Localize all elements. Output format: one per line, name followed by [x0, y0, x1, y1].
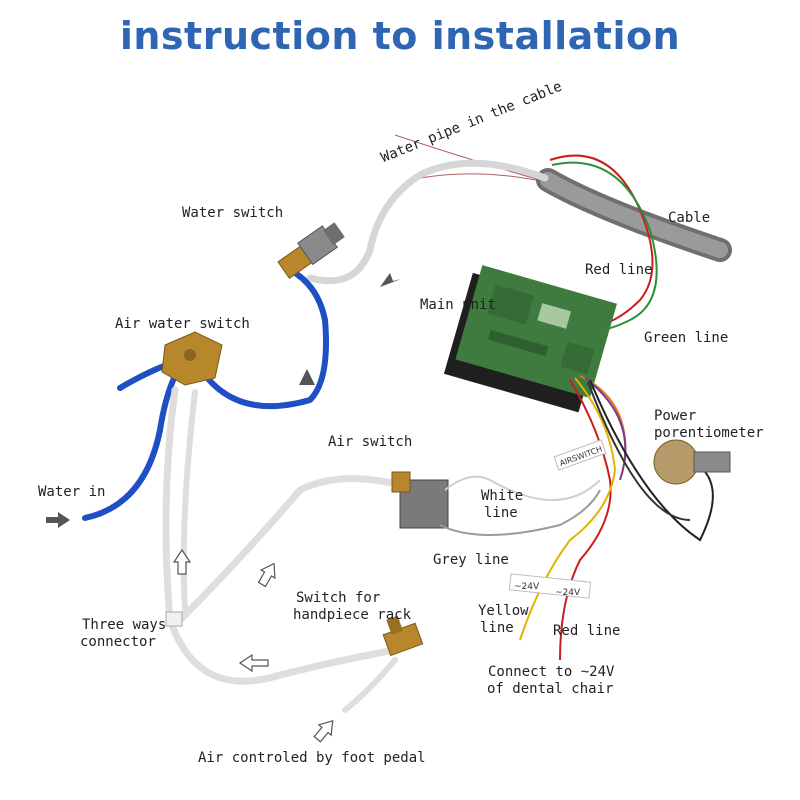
- handpiece-rack-switch: [382, 615, 424, 657]
- clear-tube-vertical-2: [180, 389, 198, 613]
- arrow-icon-outline: [313, 719, 334, 743]
- red-wire-top: [549, 154, 654, 326]
- handpiece-switch-label-1: Switch for: [296, 590, 381, 606]
- yellow-line-label-1: Yellow: [478, 603, 529, 619]
- green-wire-top: [551, 161, 658, 331]
- air-switch-body: [391, 471, 449, 529]
- air-water-switch-block: [161, 331, 223, 386]
- red-wire-harness: [559, 379, 612, 661]
- connect-24v-label-2: of dental chair: [487, 681, 614, 697]
- airswitch-tag: [553, 439, 607, 471]
- 24v-tag: [508, 573, 592, 599]
- handpiece-switch-label-2: handpiece rack: [293, 607, 412, 623]
- three-ways-connector: [165, 611, 183, 627]
- grey-wire: [439, 489, 601, 536]
- yellow-wire-harness: [519, 377, 617, 641]
- air-water-switch-label: Air water switch: [115, 316, 250, 332]
- water-switch-label: Water switch: [182, 205, 284, 221]
- clear-tube-to-air-switch: [176, 475, 404, 624]
- water-switch-valve: [277, 222, 345, 279]
- arrow-icon-filled: [299, 369, 315, 385]
- connect-24v-label-1: Connect to ~24V: [488, 664, 615, 680]
- clear-tube-vertical: [162, 386, 179, 624]
- arrow-icon-filled: [380, 273, 401, 287]
- air-switch-label: Air switch: [328, 434, 413, 450]
- grey-line-label: Grey line: [433, 552, 509, 568]
- power-pot-label-2: porentiometer: [654, 425, 764, 441]
- white-line-label-1: White: [481, 488, 524, 504]
- cable-highlight: [540, 172, 728, 258]
- red-line-top-label: Red line: [585, 262, 653, 278]
- water-in-label: Water in: [38, 484, 106, 500]
- page-title: instruction to installation: [119, 14, 681, 58]
- white-line-label-2: line: [484, 505, 518, 521]
- clear-tube-to-rack: [168, 621, 399, 685]
- arrow-icon-outline: [172, 548, 192, 575]
- water-pipe: [306, 159, 549, 285]
- three-ways-label-2: connector: [80, 634, 156, 650]
- black-wire-pot: [589, 379, 714, 542]
- 24v-tag-text-2: ~24V: [555, 588, 581, 598]
- foot-pedal-label: Air controled by foot pedal: [198, 750, 426, 766]
- water-pipe-thread: [419, 173, 546, 183]
- purple-wire: [584, 377, 627, 481]
- yellow-line-label-2: line: [480, 620, 514, 636]
- arrow-icon-outline: [238, 653, 269, 673]
- water-pipe-thread: [394, 134, 541, 181]
- green-line-label: Green line: [644, 330, 729, 346]
- 24v-tag-text-1: ~24V: [514, 582, 540, 592]
- main-unit-board: [443, 265, 617, 413]
- black-wire-pot-2: [587, 381, 691, 521]
- arrow-icon-outline: [257, 562, 276, 588]
- three-ways-label-1: Three ways: [82, 617, 167, 633]
- main-unit-label: Main unit: [420, 297, 496, 313]
- cable-label: Cable: [668, 210, 711, 226]
- red-line-bottom-label: Red line: [553, 623, 621, 639]
- power-potentiometer: [653, 439, 731, 485]
- blue-tube-out: [202, 267, 329, 410]
- clear-tube-foot-pedal: [342, 657, 398, 713]
- arrow-icon-filled: [46, 512, 70, 528]
- white-wire: [444, 475, 601, 501]
- power-pot-label-1: Power: [654, 408, 697, 424]
